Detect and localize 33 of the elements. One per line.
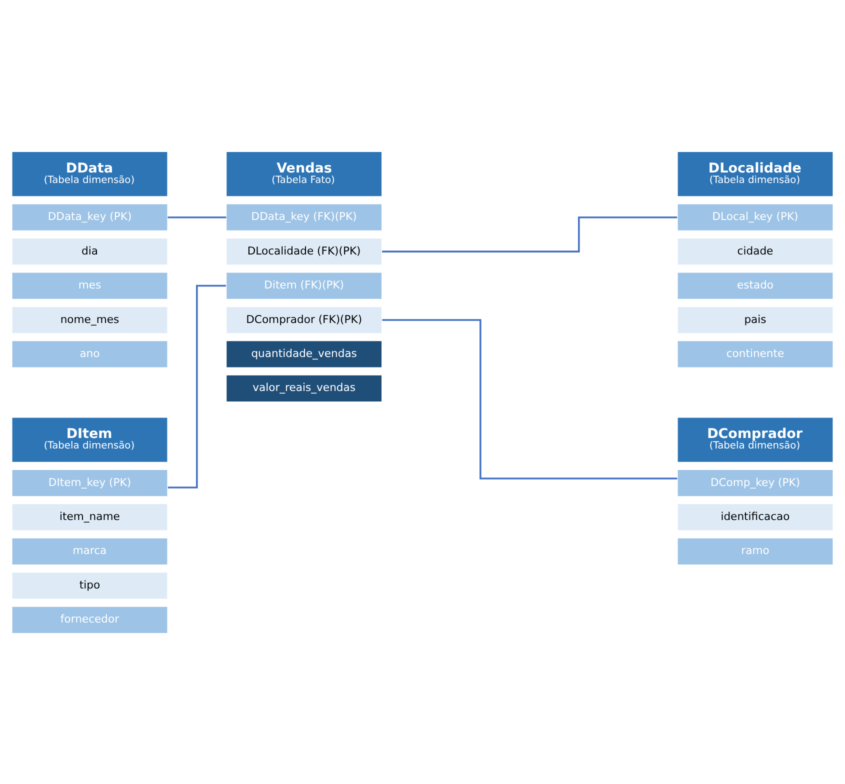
node-box: DComp_key (PK) <box>676 468 834 496</box>
connector <box>382 216 678 252</box>
node-box: DData_key (PK) <box>11 202 168 231</box>
node-box: identificacao <box>676 502 834 531</box>
node-box: DLocal_key (PK) <box>676 202 834 231</box>
connector <box>168 284 226 488</box>
node-box: dia <box>11 237 168 266</box>
node-box: DItem (Tabela dimensão) <box>11 416 168 462</box>
connector <box>168 216 226 218</box>
node-box: mes <box>11 271 168 300</box>
node-box: Ditem (FK)(PK) <box>226 271 382 300</box>
node-box: DLocalidade (FK)(PK) <box>226 237 382 266</box>
node-box: continente <box>676 340 834 368</box>
node-box: cidade <box>676 237 834 266</box>
node-box: DData (Tabela dimensão) <box>11 150 168 197</box>
node-box: quantidade_vendas <box>226 340 382 368</box>
node-box: estado <box>676 271 834 300</box>
node-box: fornecedor <box>11 605 168 634</box>
node-box: DData_key (FK)(PK) <box>226 202 382 231</box>
node-box: nome_mes <box>11 306 168 334</box>
node-box: tipo <box>11 571 168 600</box>
connector <box>382 318 678 479</box>
node-box: Vendas (Tabela Fato) <box>226 150 382 197</box>
node-box: ano <box>11 340 168 368</box>
node-box: valor_reais_vendas <box>226 374 382 402</box>
node-box: DLocalidade (Tabela dimensão) <box>676 150 834 197</box>
node-box: DComprador (Tabela dimensão) <box>676 416 834 462</box>
node-box: pais <box>676 306 834 334</box>
node-box: DComprador (FK)(PK) <box>226 306 382 334</box>
node-box: DItem_key (PK) <box>11 468 168 496</box>
node-box: marca <box>11 537 168 565</box>
node-box: item_name <box>11 502 168 531</box>
node-box: ramo <box>676 537 834 565</box>
